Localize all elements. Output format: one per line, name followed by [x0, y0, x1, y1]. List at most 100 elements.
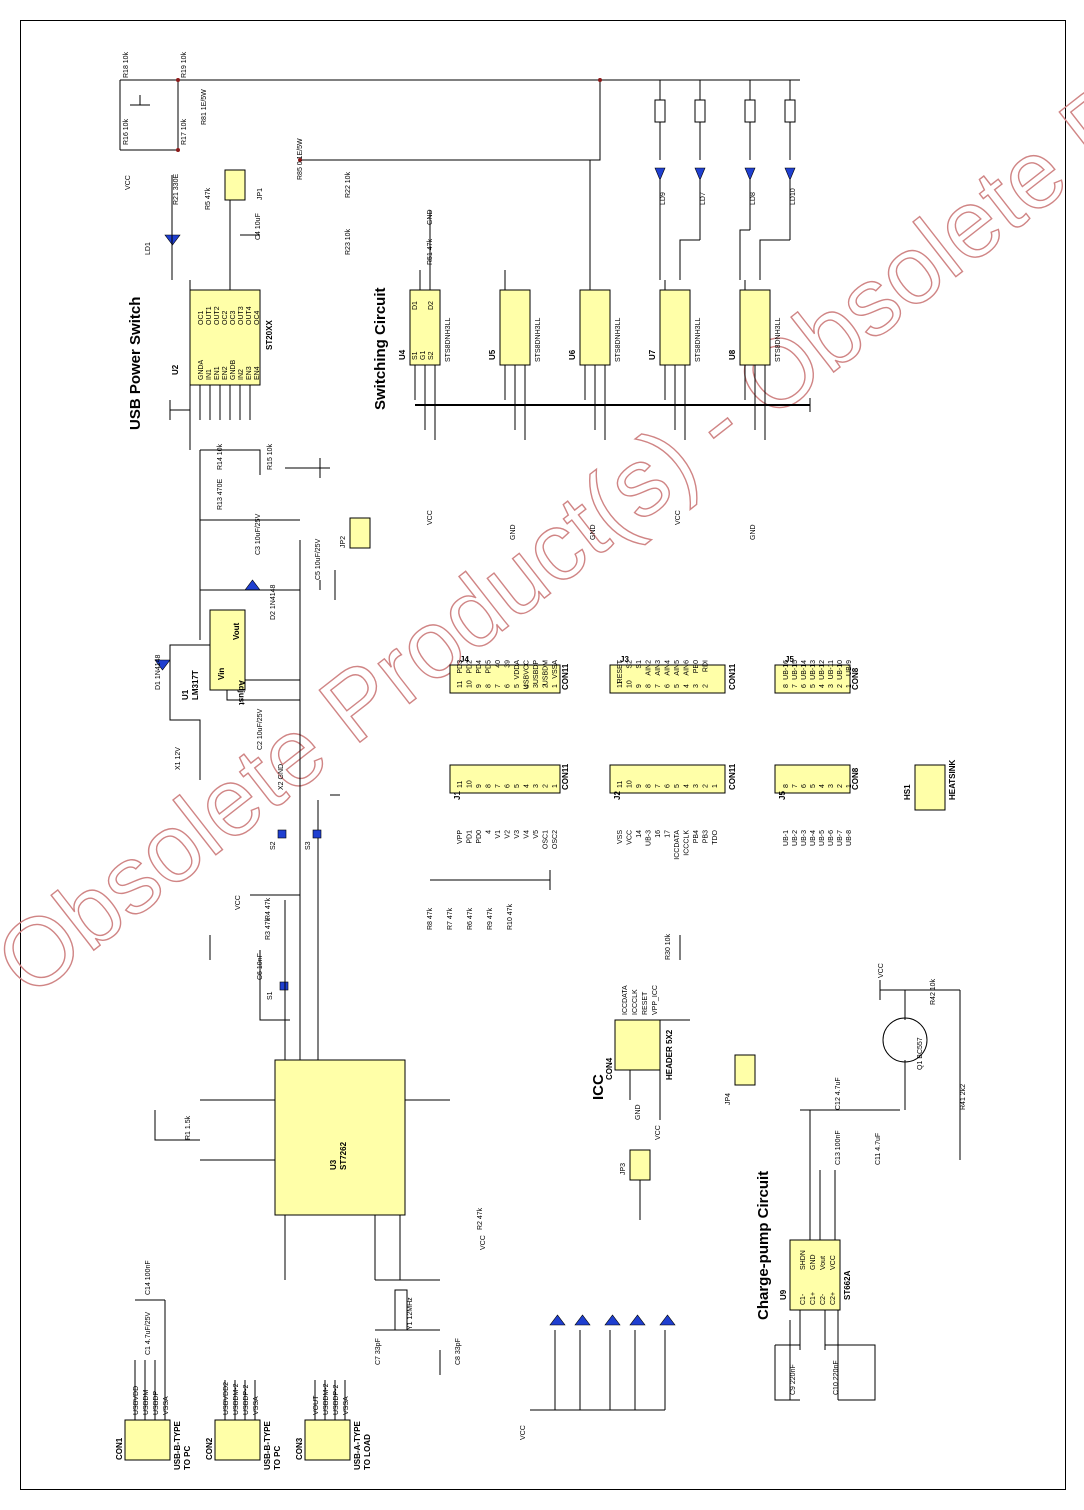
j1-pin-number-8: 4 [524, 784, 531, 788]
label-vcc-cp: VCC [878, 963, 885, 978]
label-r21: R21 330E [173, 174, 180, 205]
u2-pin-l1: GNDA [198, 359, 205, 380]
label-r8: R8 47k [427, 907, 434, 930]
j4-pin-number-6: 6 [505, 684, 512, 688]
label-c8: C8 33pF [455, 1338, 462, 1365]
j5-pin-number-4: 5 [810, 784, 817, 788]
j1-pin-10: OSC1 [543, 830, 550, 849]
mosfet-bank [409, 160, 811, 440]
j2-ref: J2 [613, 791, 622, 800]
j6-pin-1: UB-16 [783, 660, 790, 680]
u7-part: STS8DNH3LL [695, 318, 702, 362]
con3-pin2: USBDM-2 [323, 1383, 330, 1415]
j2-pin-6: 17 [665, 830, 672, 838]
j4-pin-number-8: 4 [524, 684, 531, 688]
j5-pin-number-7: 2 [837, 784, 844, 788]
label-r5: R5 47k [205, 187, 212, 210]
j5-pin-4: UB-4 [810, 830, 817, 846]
j2-pin-number-8: 4 [684, 784, 691, 788]
j1-pin-1: VPP [457, 830, 464, 844]
con4-pin-vpp: VPP_ICC [652, 985, 659, 1015]
j2-pin-5: 16 [655, 830, 662, 838]
j4-pin-4: PD5 [486, 660, 493, 674]
label-gnd-u5: GND [510, 524, 517, 540]
con1-pin3: USBDP [153, 1391, 160, 1415]
label-r1: R1 1.5k [185, 1115, 192, 1140]
j4-pin-8: USBVCC [524, 660, 531, 689]
j3-pin-number-9: 3 [693, 684, 700, 688]
con3-pin1: VOUT [313, 1395, 320, 1415]
j6-pin-4: UB-13 [810, 660, 817, 680]
charge-pump [774, 980, 961, 1401]
label-c12: C12 4.7uF [835, 1077, 842, 1110]
j6-pin-number-5: 4 [819, 684, 826, 688]
j6-pin-number-1: 8 [783, 684, 790, 688]
j3-pin-3: S1 [636, 660, 643, 669]
u2-pin-r1: OC1 [198, 311, 205, 326]
j4-pin-2: PD2 [467, 660, 474, 674]
u2-pin-r5: OC3 [230, 311, 237, 326]
label-ld8: LD8 [750, 192, 757, 205]
u2-pin-r6: OUT3 [238, 306, 245, 325]
u4-part: STS8DNH3LL [445, 318, 452, 362]
u9-part: ST662A [843, 1270, 852, 1300]
j3-pin-number-3: 9 [636, 684, 643, 688]
label-vcc-u4: VCC [427, 510, 434, 525]
j2-pin-8: ICCCLK [684, 830, 691, 856]
label-r13: R13 470E [217, 479, 224, 510]
j2-pin-number-10: 2 [703, 784, 710, 788]
u5-ref: U5 [488, 349, 497, 360]
j1-pin-6: V2 [505, 830, 512, 839]
u3-part: ST7262 [339, 1141, 348, 1170]
j2-pin-number-5: 7 [655, 784, 662, 788]
j5-pin-2: UB-2 [792, 830, 799, 846]
con2-pin4: VSSA [253, 1396, 260, 1415]
j3-pin-number-4: 8 [646, 684, 653, 688]
label-s3: S3 [305, 841, 312, 850]
con1-label1: USB-B-TYPE [173, 1420, 182, 1470]
j4-pin-number-2: 10 [467, 680, 474, 688]
label-r4: R4 47k [265, 897, 272, 920]
label-vcc-u7: VCC [675, 510, 682, 525]
section-icc: ICC [590, 1074, 607, 1100]
j3-pin-number-10: 2 [703, 684, 710, 688]
label-jp4: JP4 [725, 1093, 732, 1105]
j2-pin-number-1: 11 [617, 781, 624, 788]
j5-pin-7: UB-7 [837, 830, 844, 846]
u9-pin-vcc: VCC [830, 1255, 837, 1270]
con4-type: HEADER 5X2 [665, 1029, 674, 1080]
u1-pin-vout: Vout [232, 622, 241, 640]
con3-label2: TO LOAD [363, 1434, 372, 1470]
j3-pin-4: AIN2 [646, 660, 653, 676]
con1-label2: TO PC [183, 1445, 192, 1470]
j4-pin-number-9: 3 [533, 684, 540, 688]
j6-pin-number-7: 2 [837, 684, 844, 688]
u4-pin-d2: D2 [428, 301, 435, 310]
j2-type: CON11 [728, 763, 737, 790]
pulldown-network [430, 870, 551, 890]
label-r18: R18 10k [123, 51, 130, 78]
con4-ref: CON4 [605, 1057, 614, 1080]
j1-pin-number-10: 2 [543, 784, 550, 788]
label-c5: C5 10uF/25V [315, 538, 322, 580]
j6-pin-number-4: 5 [810, 684, 817, 688]
label-r16: R16 10k [123, 118, 130, 145]
j4-pin-7: VDDA [514, 660, 521, 680]
label-c2: C2 10uF/25V [257, 708, 264, 750]
label-ld1: LD1 [145, 242, 152, 255]
label-c1: C1 4.7uF/25V [145, 1311, 152, 1355]
j5-pin-6: UB-6 [828, 830, 835, 846]
j4-pin-9: USBDP [533, 660, 540, 684]
j2-pin-number-4: 8 [646, 784, 653, 788]
con1-ref: CON1 [115, 1437, 124, 1460]
label-y1: Y1 12MHz [407, 1297, 414, 1330]
j1-pin-number-7: 5 [514, 784, 521, 788]
j2-pin-3: 14 [636, 830, 643, 838]
j1-pin-number-2: 10 [467, 780, 474, 788]
label-c10: C10 220nF [833, 1360, 840, 1395]
u3-mcu [154, 1040, 450, 1375]
j1-type: CON11 [561, 763, 570, 790]
j1-pin-number-11: 1 [552, 784, 559, 788]
j1-pin-number-5: 7 [495, 784, 502, 788]
j6-pin-2: UB-15 [792, 660, 799, 680]
